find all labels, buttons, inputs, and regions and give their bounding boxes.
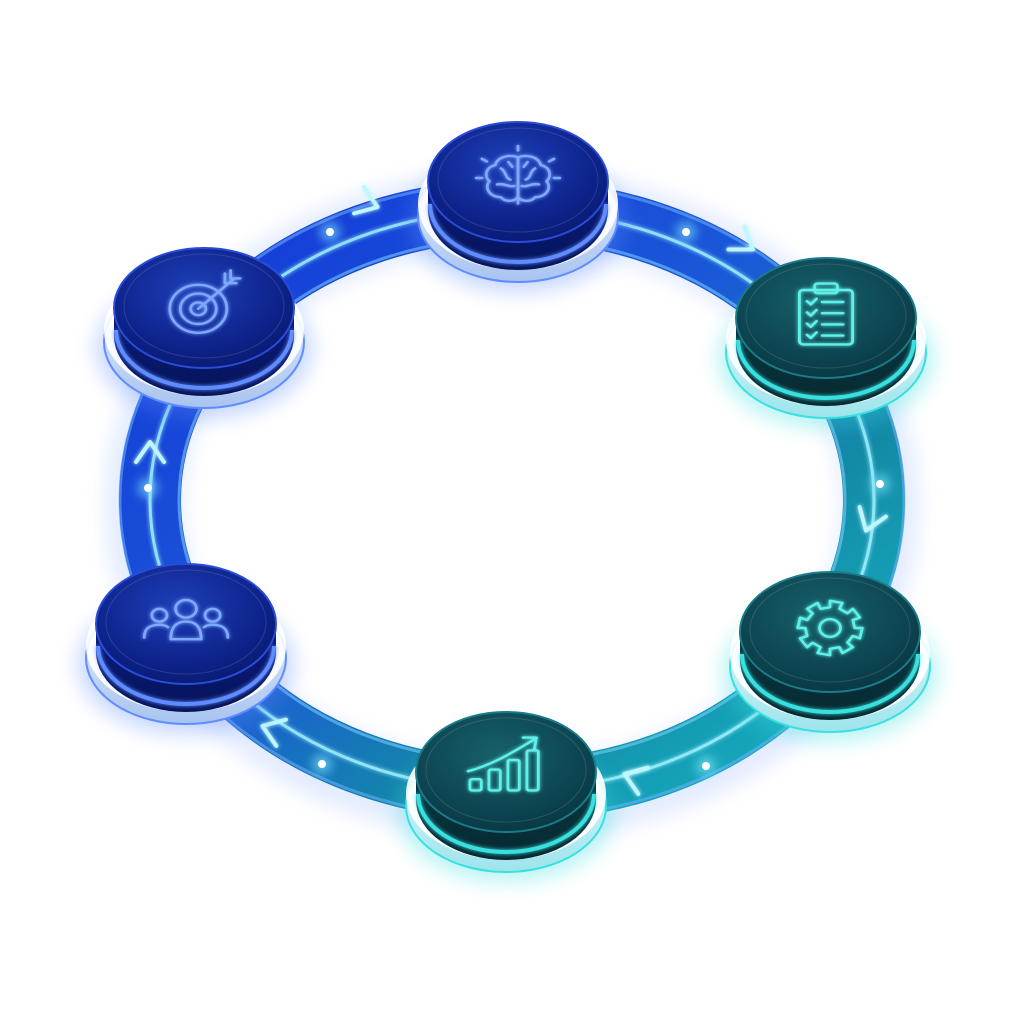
flow-arrow	[352, 185, 380, 216]
team-node[interactable]	[78, 563, 294, 734]
flow-dot	[696, 756, 716, 776]
checklist-node[interactable]	[718, 257, 934, 428]
flow-arrow	[726, 224, 755, 252]
flow-dot	[676, 222, 696, 242]
flow-arrow	[857, 505, 888, 533]
settings-node[interactable]	[722, 571, 938, 742]
flow-dots	[138, 222, 890, 776]
flow-dot	[312, 754, 332, 774]
team-users-icon	[142, 598, 230, 641]
clipboard-checklist-icon	[797, 282, 855, 346]
growth-node[interactable]	[398, 711, 614, 882]
cycle-nodes	[78, 121, 938, 882]
brain-icon	[474, 144, 562, 205]
flow-arrow	[622, 765, 650, 796]
flow-arrow	[260, 717, 288, 748]
flow-arrows	[134, 185, 888, 796]
flow-arrow	[134, 440, 166, 464]
target-node[interactable]	[96, 247, 312, 418]
bar-chart-growth-icon	[466, 736, 540, 792]
flow-dot	[320, 222, 340, 242]
flow-dot	[870, 474, 890, 494]
brain-node[interactable]	[410, 121, 626, 292]
target-arrow-icon	[168, 269, 242, 335]
gear-icon	[796, 599, 864, 657]
flow-dot	[138, 478, 158, 498]
